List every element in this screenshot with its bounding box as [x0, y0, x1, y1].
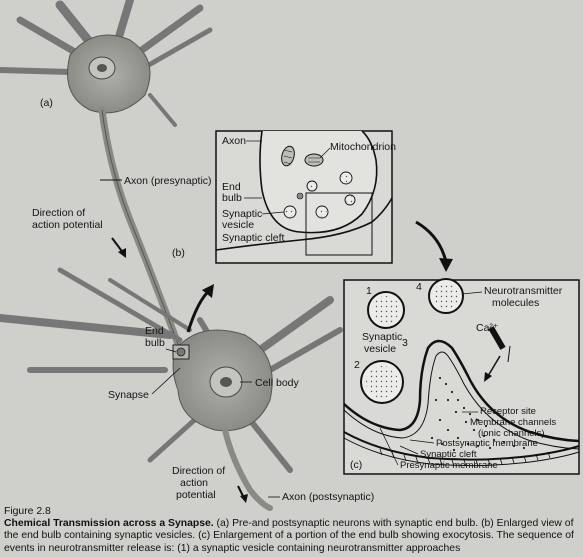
label-c-vesicle-line1: Synaptic: [362, 331, 402, 343]
label-direction1-line2: action potential: [32, 219, 103, 231]
label-synapse: Synapse: [108, 389, 149, 401]
label-cell-body: Cell body: [255, 377, 300, 389]
label-b: (b): [172, 247, 185, 259]
label-inset-vesicle-line2: vesicle: [222, 219, 254, 231]
zoom-arrow-c: [415, 220, 448, 263]
postsynaptic-axon: [222, 427, 273, 511]
label-direction2-line2: action: [180, 477, 208, 489]
label-c-vesicle-line2: vesicle: [364, 343, 396, 355]
label-channels-line2: (ionic channels): [478, 428, 545, 439]
step-3-number: 3: [402, 337, 408, 349]
step-4-number: 4: [416, 281, 422, 293]
step-2-number: 2: [354, 359, 360, 371]
label-direction1-line1: Direction of: [32, 207, 85, 219]
figure-number: Figure 2.8: [4, 506, 51, 517]
postsynaptic-neuron: [0, 267, 343, 511]
inset-c: 1 4 3 2 Synaptic vesicle Neurotransmitte…: [343, 278, 580, 475]
label-postsynaptic-membrane: Postsynaptic membrane: [436, 438, 538, 449]
presynaptic-neuron: [0, 0, 213, 354]
label-presynaptic-membrane: Presynaptic membrane: [400, 460, 498, 471]
caption-title: Chemical Transmission across a Synapse.: [4, 518, 214, 530]
label-neurotransmitter-line1: Neurotransmitter: [484, 285, 563, 297]
presynaptic-axon: [98, 106, 184, 354]
label-mitochondrion: Mitochondrion: [330, 141, 396, 153]
label-inset-vesicle-line1: Synaptic: [222, 208, 262, 220]
caption-text: (a) Pre-and postsynaptic neurons with sy…: [4, 518, 574, 554]
label-calcium: Ca²⁺: [476, 322, 499, 334]
label-c-synaptic-cleft: Synaptic cleft: [420, 449, 477, 460]
label-end-bulb-line2: bulb: [145, 337, 165, 349]
label-direction2-line3: potential: [176, 489, 216, 501]
inset-b: Axon Mitochondrion End bulb Synaptic ves…: [215, 130, 396, 264]
label-c: (c): [350, 459, 362, 471]
label-receptor-site: Receptor site: [480, 406, 536, 417]
label-axon-postsynaptic: Axon (postsynaptic): [282, 491, 374, 503]
step-1-number: 1: [366, 285, 372, 297]
label-axon-presynaptic: Axon (presynaptic): [124, 175, 212, 187]
figure-caption: Figure 2.8 Chemical Transmission across …: [4, 506, 579, 555]
label-inset-axon: Axon: [222, 135, 246, 147]
label-direction2-line1: Direction of: [172, 465, 225, 477]
label-inset-end-line2: bulb: [222, 192, 242, 204]
label-end-bulb-line1: End: [145, 325, 164, 337]
direction-arrow-1: [118, 248, 126, 258]
direction-arrow-2: [240, 494, 248, 503]
label-neurotransmitter-line2: molecules: [492, 297, 539, 309]
label-inset-cleft: Synaptic cleft: [222, 232, 285, 244]
label-a: (a): [40, 97, 53, 109]
label-channels-line1: Membrane channels: [470, 417, 556, 428]
label-inset-end-line1: End: [222, 181, 241, 193]
